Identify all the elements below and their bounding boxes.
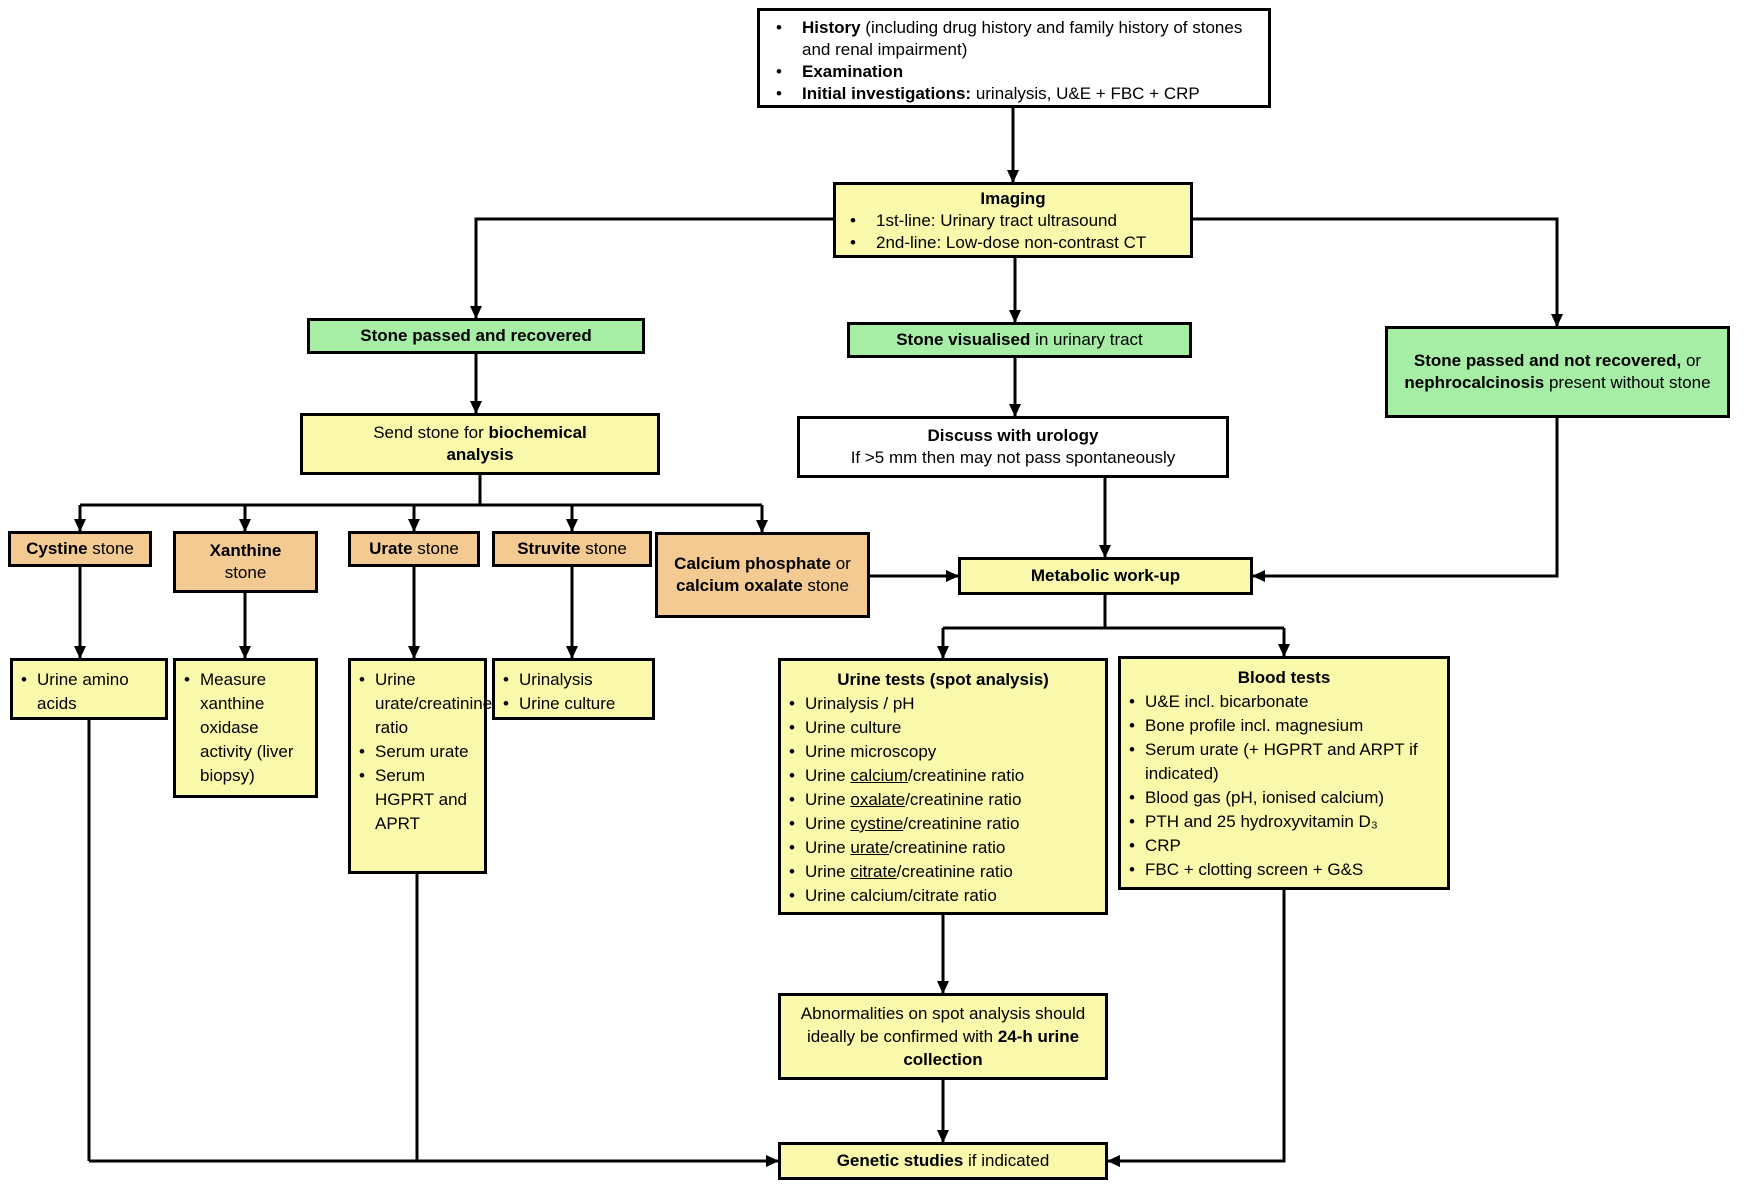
list-item: Urine microscopy	[789, 740, 1097, 764]
item-text: Urine culture	[519, 694, 616, 713]
item-text: Urine urate/creatinine ratio	[375, 670, 493, 737]
genetic-studies-box: Genetic studies if indicated	[778, 1142, 1108, 1180]
outcome-visualised-box: Stone visualised in urinary tract	[847, 322, 1192, 358]
list-item: Urine cystine/creatinine ratio	[789, 812, 1097, 836]
list-item: Serum urate	[359, 740, 476, 764]
connector-imaging-notrecovered	[1193, 217, 1563, 327]
list-item: 2nd-line: Low-dose non-contrast CT	[844, 232, 1182, 254]
item-text: Urine amino acids	[37, 670, 129, 713]
list-item: Urine calcium/creatinine ratio	[789, 764, 1097, 788]
list-item: CRP	[1129, 834, 1439, 858]
item-text: 2nd-line: Low-dose non-contrast CT	[876, 233, 1147, 252]
list-item: Urine urate/creatinine ratio	[789, 836, 1097, 860]
connector-notrecovered-metabolic	[1252, 418, 1559, 582]
item-text: Serum urate	[375, 742, 469, 761]
item-text: Serum HGPRT and APRT	[375, 766, 467, 833]
outcome-text: Stone visualised in urinary tract	[896, 330, 1143, 349]
item-text: Examination	[802, 62, 904, 81]
outcome-recovered-box: Stone passed and recovered	[307, 318, 645, 354]
list-item: Urine citrate/creatinine ratio	[789, 860, 1097, 884]
item-text: Urine oxalate/creatinine ratio	[805, 790, 1022, 809]
item-text: Initial investigations: urinalysis, U&E …	[802, 84, 1200, 103]
item-text: Urine microscopy	[805, 742, 937, 761]
metabolic-title: Metabolic work-up	[1030, 566, 1181, 585]
cystine-tests-box: Urine amino acids	[10, 658, 168, 720]
item-text: U&E incl. bicarbonate	[1145, 692, 1309, 711]
item-text: 1st-line: Urinary tract ultrasound	[876, 211, 1117, 230]
send-stone-box: Send stone for biochemical analysis	[300, 413, 660, 475]
confirm-text: Abnormalities on spot analysis should id…	[800, 1004, 1086, 1069]
list-item: Urine urate/creatinine ratio	[359, 668, 492, 740]
item-text: Urinalysis	[519, 670, 593, 689]
urology-title: Discuss with urology	[927, 426, 1099, 445]
stone-label: Struvite stone	[517, 539, 627, 558]
blood-tests-box: Blood tests U&E incl. bicarbonate Bone p…	[1118, 656, 1450, 890]
item-text: Measure xanthine oxidase activity (liver…	[200, 670, 294, 785]
urology-subtext: If >5 mm then may not pass spontaneously	[850, 448, 1176, 467]
stone-label: Cystine stone	[26, 539, 134, 558]
genetic-text: Genetic studies if indicated	[836, 1151, 1050, 1170]
history-box: History (including drug history and fami…	[757, 8, 1271, 108]
list-item: Urine oxalate/creatinine ratio	[789, 788, 1097, 812]
item-text: Urine urate/creatinine ratio	[805, 838, 1006, 857]
item-text: Serum urate (+ HGPRT and ARPT if indicat…	[1145, 740, 1418, 783]
list-item: History (including drug history and fami…	[770, 17, 1258, 61]
imaging-title: Imaging	[980, 189, 1046, 208]
urology-box: Discuss with urology If >5 mm then may n…	[797, 416, 1229, 478]
stone-urate-box: Urate stone	[348, 531, 480, 567]
item-text: PTH and 25 hydroxyvitamin D₃	[1145, 812, 1378, 831]
item-text: Urine calcium/citrate ratio	[805, 886, 997, 905]
item-text: Urinalysis / pH	[805, 694, 915, 713]
urine-tests-box: Urine tests (spot analysis) Urinalysis /…	[778, 658, 1108, 915]
list-item: Serum HGPRT and APRT	[359, 764, 476, 836]
stone-label: Xanthine stone	[209, 541, 282, 582]
stone-label: Urate stone	[369, 539, 459, 558]
item-text: Urine calcium/creatinine ratio	[805, 766, 1025, 785]
list-item: Initial investigations: urinalysis, U&E …	[770, 83, 1258, 105]
item-text: FBC + clotting screen + G&S	[1145, 860, 1364, 879]
imaging-box: Imaging 1st-line: Urinary tract ultrasou…	[833, 182, 1193, 258]
metabolic-workup-box: Metabolic work-up	[958, 557, 1253, 595]
item-text: Bone profile incl. magnesium	[1145, 716, 1364, 735]
list-item: Examination	[770, 61, 1258, 83]
urate-tests-box: Urine urate/creatinine ratio Serum urate…	[348, 658, 492, 874]
blood-tests-title: Blood tests	[1237, 668, 1331, 687]
item-text: History (including drug history and fami…	[802, 18, 1243, 59]
list-item: Urine amino acids	[21, 668, 157, 716]
list-item: Blood gas (pH, ionised calcium)	[1129, 786, 1439, 810]
item-text: Urine cystine/creatinine ratio	[805, 814, 1020, 833]
list-item: Urinalysis / pH	[789, 692, 1097, 716]
stone-calcium-box: Calcium phosphate or calcium oxalate sto…	[655, 532, 870, 618]
item-text: Urine citrate/creatinine ratio	[805, 862, 1013, 881]
list-item: Urinalysis	[503, 668, 644, 692]
list-item: FBC + clotting screen + G&S	[1129, 858, 1439, 882]
xanthine-tests-box: Measure xanthine oxidase activity (liver…	[173, 658, 318, 798]
item-text: CRP	[1145, 836, 1181, 855]
item-text: Urine culture	[805, 718, 902, 737]
send-stone-text: Send stone for biochemical analysis	[373, 423, 587, 464]
list-item: Bone profile incl. magnesium	[1129, 714, 1439, 738]
urine-tests-title: Urine tests (spot analysis)	[837, 670, 1049, 689]
outcome-not-recovered-box: Stone passed and not recovered, or nephr…	[1385, 326, 1730, 418]
list-item: Urine culture	[503, 692, 644, 716]
connector-blood-genetic	[1107, 890, 1286, 1167]
list-item: Urine culture	[789, 716, 1097, 740]
item-text: Blood gas (pH, ionised calcium)	[1145, 788, 1385, 807]
confirm-24h-box: Abnormalities on spot analysis should id…	[778, 993, 1108, 1080]
list-item: PTH and 25 hydroxyvitamin D₃	[1129, 810, 1439, 834]
list-item: 1st-line: Urinary tract ultrasound	[844, 210, 1182, 232]
connector-imaging-recovered	[470, 217, 833, 319]
stone-xanthine-box: Xanthine stone	[173, 531, 318, 593]
stone-cystine-box: Cystine stone	[8, 531, 152, 567]
list-item: Measure xanthine oxidase activity (liver…	[184, 668, 307, 788]
stone-label: Calcium phosphate or calcium oxalate sto…	[674, 554, 851, 595]
outcome-text: Stone passed and not recovered, or nephr…	[1404, 351, 1711, 392]
outcome-text: Stone passed and recovered	[360, 326, 592, 345]
stone-struvite-box: Struvite stone	[492, 531, 652, 567]
list-item: Urine calcium/citrate ratio	[789, 884, 1097, 908]
list-item: U&E incl. bicarbonate	[1129, 690, 1439, 714]
struvite-tests-box: Urinalysis Urine culture	[492, 658, 655, 720]
list-item: Serum urate (+ HGPRT and ARPT if indicat…	[1129, 738, 1439, 786]
